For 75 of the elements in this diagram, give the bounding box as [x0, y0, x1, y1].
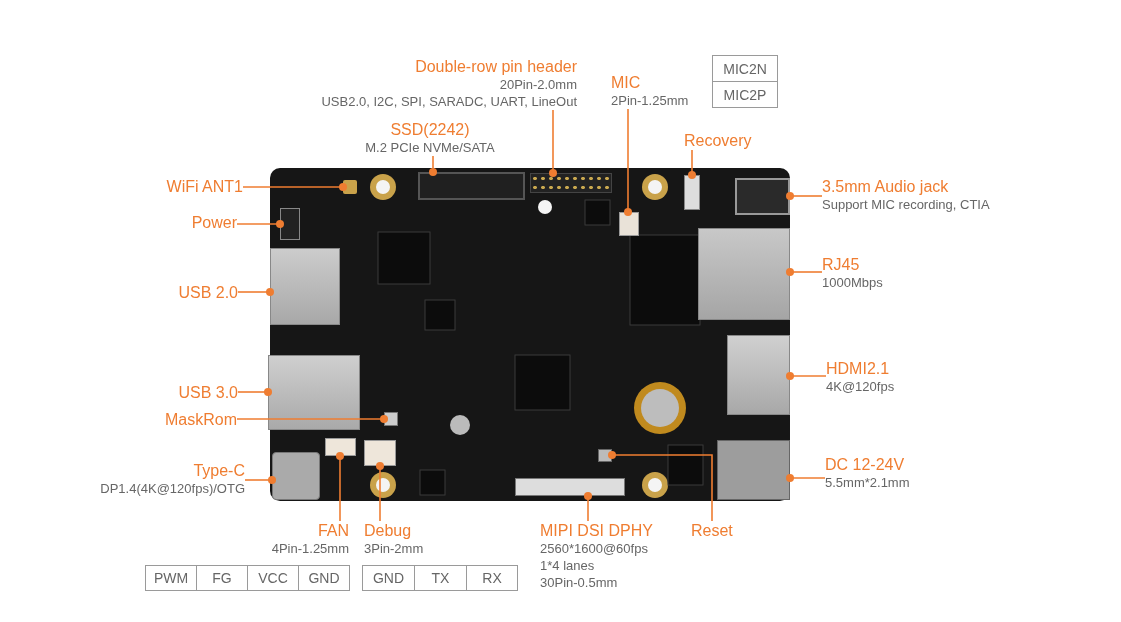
callout-title: 3.5mm Audio jack — [822, 177, 950, 196]
hdmi-port — [727, 335, 790, 415]
leader-line — [786, 372, 827, 380]
pin-label: TX — [414, 565, 467, 591]
callout-title: RJ45 — [822, 255, 861, 274]
callout-title: MIPI DSI DPHY — [540, 521, 654, 540]
callout-title: Type-C — [192, 461, 245, 480]
callout-title: Power — [190, 213, 237, 232]
leader-line — [336, 452, 344, 522]
callout-title: HDMI2.1 — [826, 359, 891, 378]
connector — [325, 438, 356, 456]
callout-title: USB 3.0 — [177, 383, 238, 402]
pin-label: PWM — [145, 565, 197, 591]
leader-line — [236, 220, 284, 228]
callout-text: 1000Mbps — [822, 274, 884, 291]
pin-label: MIC2P — [712, 81, 778, 108]
callout-title: WiFi ANT1 — [165, 177, 243, 196]
pin-label: GND — [362, 565, 415, 591]
callout-text: 4K@120fps — [826, 378, 896, 395]
switch — [684, 175, 700, 210]
ethernet-port — [698, 228, 790, 320]
leader-line — [608, 451, 713, 522]
callout-text: 4Pin-1.25mm — [270, 540, 349, 557]
callout-title: Debug — [364, 521, 413, 540]
leader-line — [244, 476, 276, 484]
leader-line — [429, 155, 437, 176]
leader-line — [624, 108, 632, 216]
callout-title: SSD(2242) — [389, 120, 471, 139]
callout-text: Support MIC recording, CTIA — [822, 196, 991, 213]
pin-label: MIC2N — [712, 55, 778, 82]
usb-c-port — [272, 452, 320, 500]
callout-text: DP1.4(4K@120fps)/OTG — [99, 480, 245, 497]
callout-title: Reset — [691, 521, 734, 540]
usb-port — [270, 248, 340, 325]
callout-title: DC 12-24V — [825, 455, 906, 474]
pin-header — [530, 173, 612, 193]
pin-label: VCC — [247, 565, 299, 591]
ribbon-connector — [515, 478, 625, 496]
callout-text: M.2 PCIe NVMe/SATA — [364, 139, 496, 156]
leader-line — [786, 192, 823, 200]
leader-line — [549, 109, 557, 177]
pin-label: FG — [196, 565, 248, 591]
leader-line — [237, 388, 272, 396]
pin-header — [280, 208, 300, 240]
audio-jack — [735, 178, 790, 215]
callout-title: MIC — [611, 73, 642, 92]
leader-line — [584, 492, 592, 522]
callout-title: Double-row pin header — [414, 57, 577, 76]
pin-label: GND — [298, 565, 350, 591]
leader-line — [236, 415, 388, 423]
leader-line — [786, 268, 823, 276]
callout-text: 2560*1600@60fps — [540, 540, 649, 557]
leader-line — [242, 183, 347, 191]
callout-title: MaskRom — [164, 410, 237, 429]
usb-port — [268, 355, 360, 430]
m2-slot — [418, 172, 525, 200]
callout-title: USB 2.0 — [177, 283, 238, 302]
connector — [619, 212, 639, 236]
callout-title: FAN — [316, 521, 349, 540]
leader-line — [786, 474, 826, 482]
callout-text: 1*4 lanes — [540, 557, 596, 574]
pin-label: RX — [466, 565, 518, 591]
circuit-board-picture — [270, 168, 790, 501]
power-jack — [717, 440, 790, 500]
connector — [364, 440, 396, 466]
leader-line — [376, 462, 384, 522]
callout-text: 2Pin-1.25mm — [611, 92, 690, 109]
callout-text: 5.5mm*2.1mm — [825, 474, 911, 491]
leader-line — [237, 288, 274, 296]
callout-text: USB2.0, I2C, SPI, SARADC, UART, LineOut — [320, 93, 577, 110]
callout-text: 3Pin-2mm — [364, 540, 425, 557]
callout-text: 20Pin-2.0mm — [498, 76, 577, 93]
leader-line — [688, 149, 696, 179]
callout-text: 30Pin-0.5mm — [540, 574, 619, 591]
callout-title: Recovery — [684, 131, 753, 150]
